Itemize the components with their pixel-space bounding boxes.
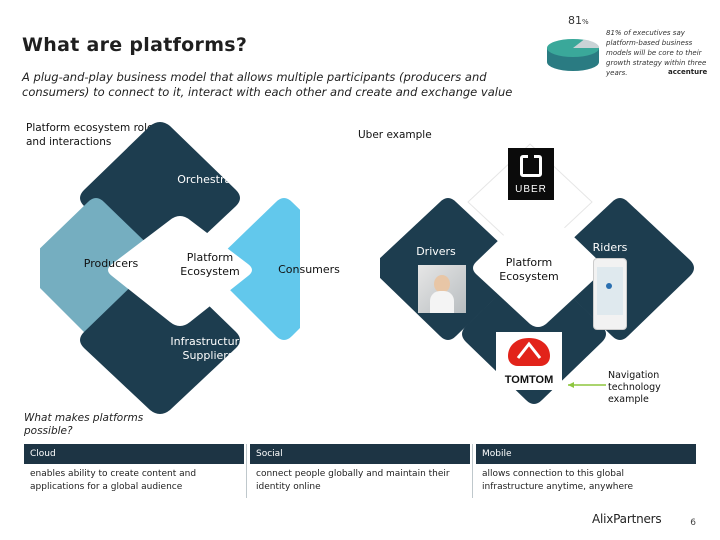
stat-text: 81% of executives say platform-based bus… (606, 29, 707, 77)
driver-photo (418, 265, 466, 313)
platform-label-left: Platform Ecosystem (180, 251, 240, 278)
table-cell-social: connect people globally and maintain the… (256, 469, 450, 492)
phone-icon (593, 258, 627, 330)
stat-value: 81% (568, 14, 589, 27)
accenture-logo: accenture (668, 68, 708, 76)
drivers-label: Drivers (416, 245, 456, 258)
left-diagram-heading: Platform ecosystem roles and interaction… (26, 122, 159, 148)
page-subtitle: A plug-and-play business model that allo… (22, 70, 513, 99)
table-divider (472, 444, 473, 498)
tomtom-logo: TOMTOM (496, 332, 562, 390)
table-header-social: Social (250, 444, 470, 464)
table-cell-mobile: allows connection to this global infrast… (482, 469, 634, 492)
table-cell-cloud: enables ability to create content and ap… (30, 469, 197, 492)
table-divider (246, 444, 247, 498)
uber-example-diagram (380, 143, 694, 404)
riders-label: Riders (592, 241, 628, 254)
platform-label-right: Platform Ecosystem (499, 256, 559, 283)
pie-chart-icon (547, 39, 600, 71)
nav-note: Navigation technology example (608, 370, 661, 405)
right-diagram-heading: Uber example (358, 129, 432, 141)
table-header-cloud: Cloud (24, 444, 244, 464)
page-title: What are platforms? (22, 34, 248, 56)
consumers-label: Consumers (278, 263, 340, 276)
producers-label: Producers (83, 257, 139, 270)
page-number: 6 (690, 518, 696, 528)
orchestrator-label: Orchestrator (177, 173, 247, 186)
alixpartners-logo: AlixPartners (592, 512, 662, 526)
question-text: What makes platforms possible? (24, 412, 144, 437)
infrastructure-label: Infrastructure Suppliers (170, 335, 246, 362)
uber-logo: UBER (508, 148, 554, 200)
platform-roles-diagram (40, 122, 300, 414)
arrow-icon (568, 382, 606, 388)
table-header-mobile: Mobile (476, 444, 696, 464)
